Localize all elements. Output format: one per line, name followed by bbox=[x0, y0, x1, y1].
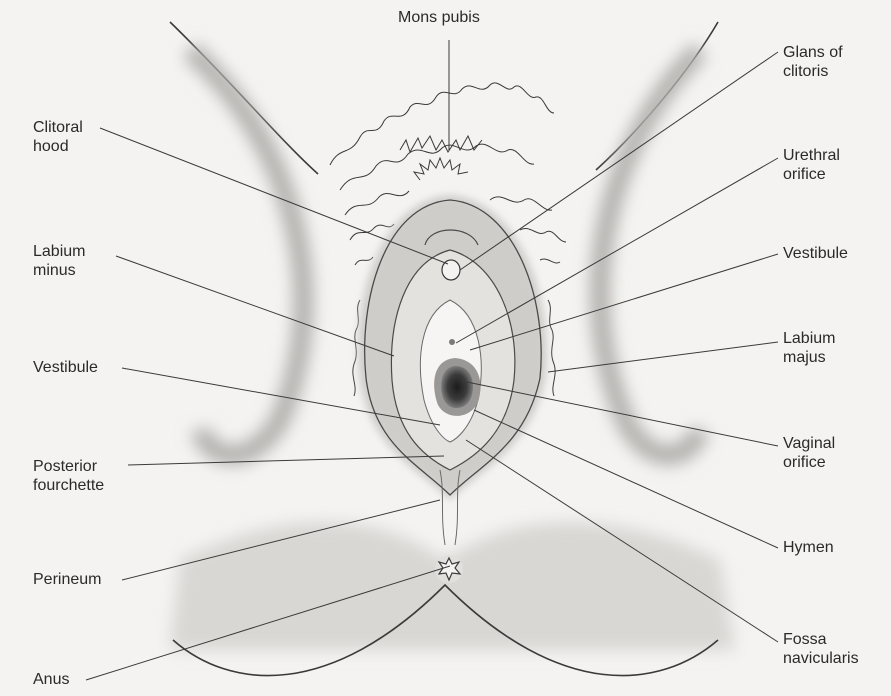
label-hymen: Hymen bbox=[783, 538, 834, 557]
label-mons-pubis: Mons pubis bbox=[398, 8, 480, 27]
urethral-orifice-shape bbox=[449, 339, 455, 345]
label-urethral-orifice: Urethral orifice bbox=[783, 146, 840, 184]
vaginal-orifice-shape bbox=[441, 366, 473, 408]
label-anus: Anus bbox=[33, 670, 69, 689]
leader-labium-majus bbox=[548, 342, 778, 372]
label-glans-of-clitoris: Glans of clitoris bbox=[783, 43, 843, 81]
label-vestibule-left: Vestibule bbox=[33, 358, 98, 377]
leader-posterior-fourchette bbox=[128, 456, 444, 465]
buttocks bbox=[170, 522, 735, 675]
leader-labium-minus bbox=[116, 256, 394, 356]
label-labium-majus: Labium majus bbox=[783, 329, 835, 367]
label-clitoral-hood: Clitoral hood bbox=[33, 118, 83, 156]
label-posterior-fourchette: Posterior fourchette bbox=[33, 457, 104, 495]
label-vestibule-right: Vestibule bbox=[783, 244, 848, 263]
leader-glans-of-clitoris bbox=[460, 52, 778, 270]
label-vaginal-orifice: Vaginal orifice bbox=[783, 434, 835, 472]
label-perineum: Perineum bbox=[33, 570, 101, 589]
label-fossa-navicularis: Fossa navicularis bbox=[783, 630, 859, 668]
label-labium-minus: Labium minus bbox=[33, 242, 85, 280]
